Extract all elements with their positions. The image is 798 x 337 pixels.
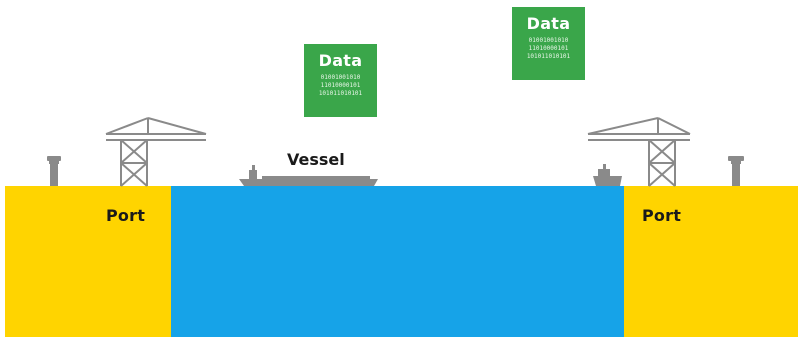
crane-icon — [587, 117, 691, 187]
crane-icon — [105, 117, 207, 187]
vessel-label: Vessel — [287, 150, 345, 169]
port-left-area — [5, 186, 171, 337]
data-bits-line: 01001001010 — [528, 37, 569, 44]
data-bits-line: 01001001010 — [320, 74, 361, 81]
port-right-area — [624, 186, 798, 337]
port-right-label: Port — [642, 206, 682, 225]
data-bits-line: 11010000101 — [528, 45, 569, 52]
bollard-icon — [47, 156, 61, 186]
port-left-label: Port — [106, 206, 146, 225]
data-box-title: Data — [526, 14, 571, 33]
water-area — [171, 186, 624, 337]
data-box: Data 01001001010 11010000101 10101101010… — [304, 44, 377, 117]
data-bits-line: 101011010101 — [526, 53, 571, 60]
data-box: Data 01001001010 11010000101 10101101010… — [512, 7, 585, 80]
bollard-icon — [728, 156, 744, 186]
data-bits-line: 101011010101 — [318, 90, 363, 97]
ship-icon — [239, 165, 378, 186]
data-bits-line: 11010000101 — [320, 82, 361, 89]
tugboat-icon — [593, 164, 622, 186]
data-box-title: Data — [318, 51, 363, 70]
